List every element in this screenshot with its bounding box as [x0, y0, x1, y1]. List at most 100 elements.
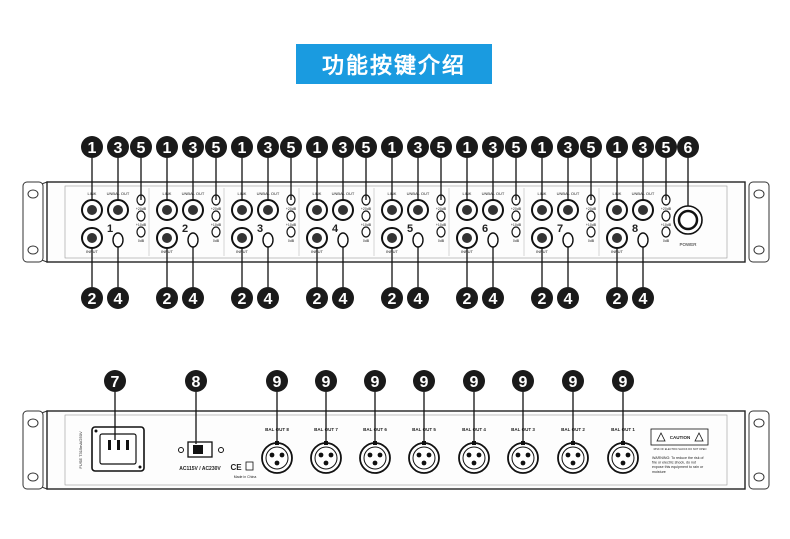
callout-4-label: 4 [189, 291, 198, 308]
xlr-pin [625, 452, 631, 458]
callout-3-label: 3 [189, 140, 198, 157]
rear-panel-inner [64, 414, 728, 486]
voltage-switch-slider [193, 445, 203, 454]
level-led [361, 226, 371, 238]
level-label: +20dB [586, 207, 597, 211]
level-label: 0dB [588, 239, 595, 243]
callout-5-label: 5 [212, 140, 221, 157]
callout-4-label: 4 [564, 291, 573, 308]
front-ear-hole [27, 245, 39, 255]
inlet-screw [138, 465, 142, 469]
callout-2 [156, 287, 178, 309]
channel-number: 6 [482, 223, 488, 235]
callout-9-label: 9 [569, 374, 578, 391]
callout-5-label: 5 [137, 140, 146, 157]
xlr-latch [472, 441, 476, 445]
callout-1 [231, 136, 253, 158]
jack-center [462, 233, 472, 243]
screw [178, 447, 184, 453]
callout-9 [512, 370, 534, 392]
inlet-screw [94, 429, 98, 433]
xlr-latch [422, 441, 426, 445]
gain-trim [112, 232, 124, 248]
callout-4-label: 4 [489, 291, 498, 308]
voltage-label: AC115V / AC230V [179, 466, 221, 472]
xlr-inner [265, 446, 289, 470]
callout-5 [430, 136, 452, 158]
callout-5-label: 5 [587, 140, 596, 157]
callout-2-label: 2 [463, 291, 472, 308]
callout-3-label: 3 [564, 140, 573, 157]
callout-1-label: 1 [163, 140, 172, 157]
jack-center [563, 205, 573, 215]
front-panel-inner [64, 185, 728, 259]
callout-9 [463, 370, 485, 392]
callout-9-label: 9 [619, 374, 628, 391]
rear-ear-hole [27, 418, 39, 428]
callout-4-label: 4 [414, 291, 423, 308]
callout-1-label: 1 [613, 140, 622, 157]
level-label: +20dB [661, 207, 672, 211]
level-label: +10dB [286, 223, 297, 227]
xlr-pin [471, 460, 477, 466]
xlr-pin [575, 452, 581, 458]
level-label: +20dB [361, 207, 372, 211]
level-label: 0dB [438, 239, 445, 243]
jack-center [87, 205, 97, 215]
callout-3-label: 3 [264, 140, 273, 157]
callout-9 [315, 370, 337, 392]
rear-ear-left-plate [22, 410, 44, 490]
gain-trim [187, 232, 199, 248]
callout-2-label: 2 [538, 291, 547, 308]
callout-4-label: 4 [114, 291, 123, 308]
level-led [286, 226, 296, 238]
xlr-pin [476, 452, 482, 458]
callout-3 [332, 136, 354, 158]
level-led [661, 226, 671, 238]
callout-1 [306, 136, 328, 158]
level-label: +20dB [211, 207, 222, 211]
made-in-label: Made in China [234, 475, 257, 479]
level-label: 0dB [663, 239, 670, 243]
callout-4 [107, 287, 129, 309]
warning-triangle-icon [694, 432, 704, 442]
gain-trim [262, 232, 274, 248]
xlr-pin [615, 452, 621, 458]
callout-3 [557, 136, 579, 158]
caution-title: CAUTION [670, 435, 691, 440]
fuse-label: FUSE T315mA/250V [78, 431, 83, 469]
xlr-latch [571, 441, 575, 445]
xlr-latch [521, 441, 525, 445]
callout-4 [632, 287, 654, 309]
callout-8 [185, 370, 207, 392]
callout-2-label: 2 [313, 291, 322, 308]
callout-3 [107, 136, 129, 158]
xlr-latch [373, 441, 377, 445]
xlr-pin [269, 452, 275, 458]
xlr-inner [363, 446, 387, 470]
rear-ear-right-plate [748, 410, 770, 490]
callout-3 [257, 136, 279, 158]
jack-center [612, 205, 622, 215]
gain-trim [487, 232, 499, 248]
jack-center [338, 205, 348, 215]
callout-5 [130, 136, 152, 158]
warning-triangle-icon [656, 432, 666, 442]
callout-2 [531, 287, 553, 309]
level-led [511, 226, 521, 238]
jack-center [87, 233, 97, 243]
level-label: +10dB [661, 223, 672, 227]
level-label: +20dB [286, 207, 297, 211]
callout-5-label: 5 [287, 140, 296, 157]
callout-5 [280, 136, 302, 158]
xlr-pin [466, 452, 472, 458]
xlr-pin [620, 460, 626, 466]
callout-1-label: 1 [313, 140, 322, 157]
xlr-pin [318, 452, 324, 458]
callout-8-label: 8 [192, 374, 201, 391]
jack-center [537, 205, 547, 215]
callout-7 [104, 370, 126, 392]
xlr-pin [421, 460, 427, 466]
level-led [361, 210, 371, 222]
level-label: +10dB [211, 223, 222, 227]
